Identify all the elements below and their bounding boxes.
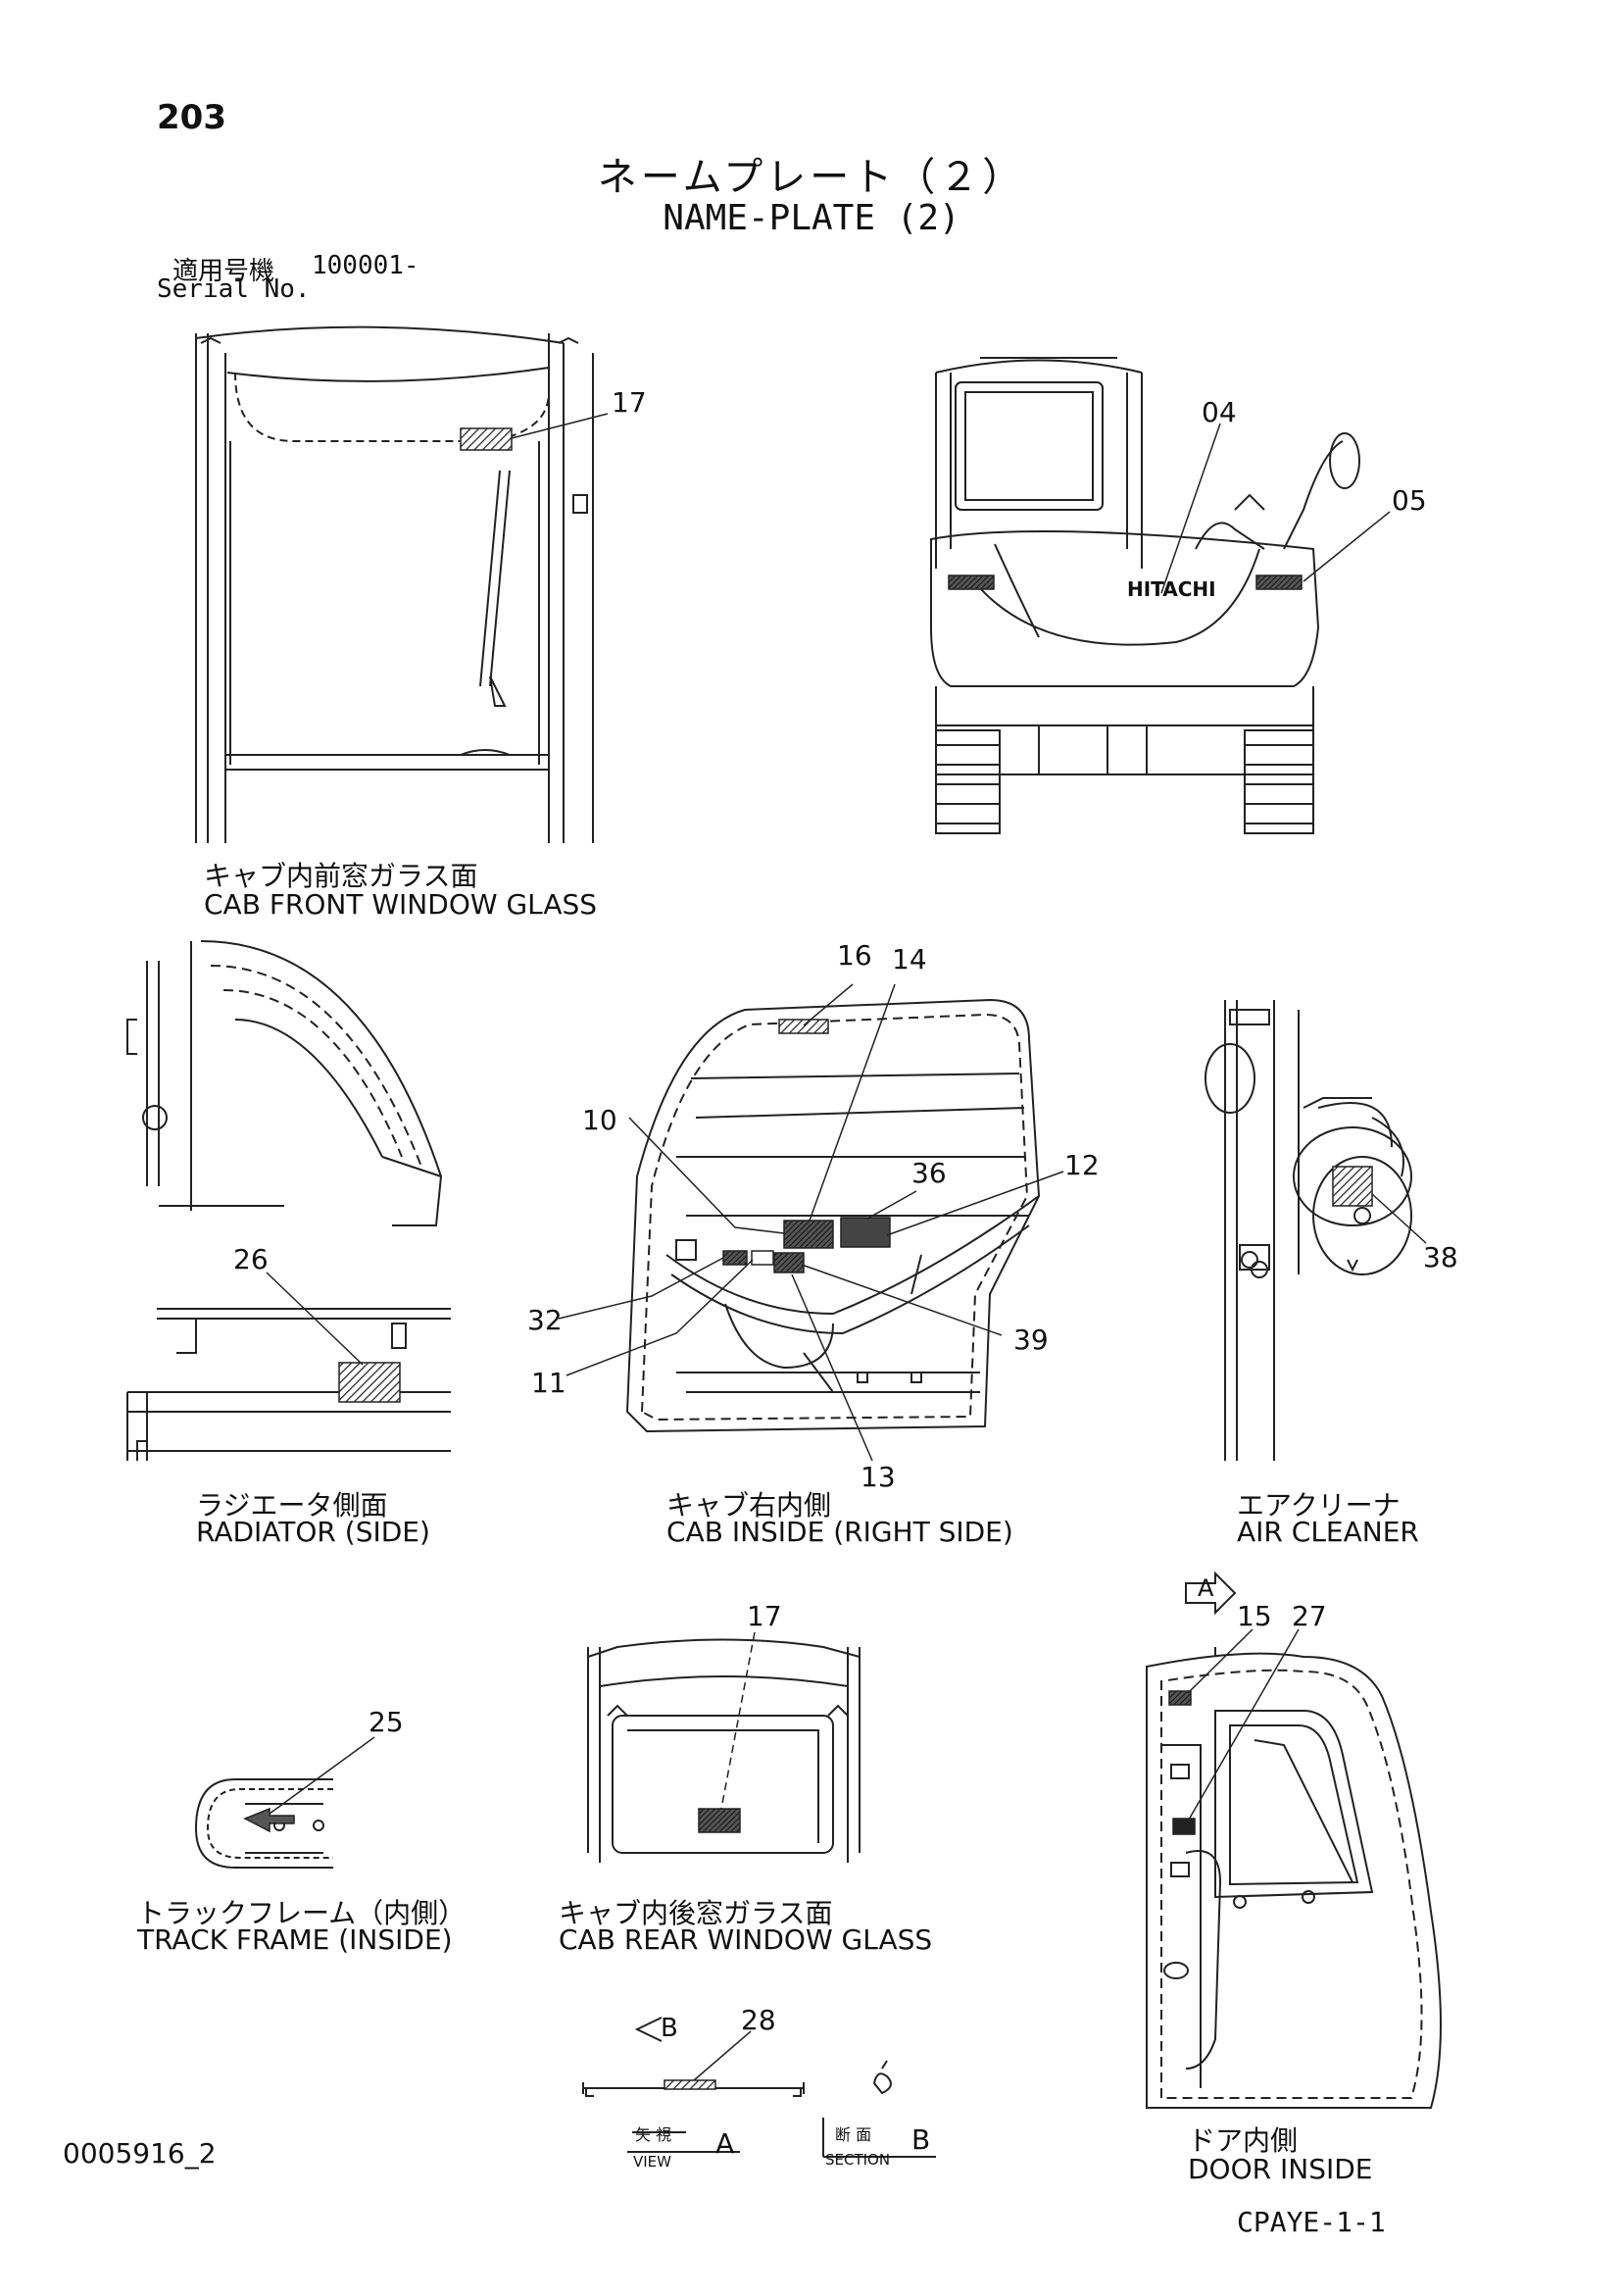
legend-view-en: VIEW (633, 2153, 671, 2171)
serial-label-en: Serial No. (157, 275, 311, 304)
caption-en-cab-inside-right: CAB INSIDE (RIGHT SIDE) (666, 1516, 1013, 1548)
callout-27: 27 (1292, 1600, 1327, 1632)
caption-jp-radiator-side: ラジエータ側面 (196, 1489, 388, 1522)
legend-drawing (627, 2118, 936, 2157)
callout-17: 17 (612, 386, 647, 419)
caption-jp-door-inside: ドア内側 (1188, 2124, 1299, 2157)
serial-label-jp: 適用号機 (172, 257, 275, 286)
callout-38: 38 (1423, 1241, 1458, 1273)
plate-17-rear (699, 1809, 740, 1832)
radiator-side-drawing (127, 941, 451, 1461)
plate-16 (779, 1020, 828, 1033)
document-code: CPAYE-1-1 (1237, 2206, 1386, 2238)
caption-jp-cab-inside-right: キャブ右内側 (666, 1489, 832, 1522)
page-number: 203 (157, 98, 226, 137)
track-frame-drawing (196, 1779, 333, 1868)
plate-04 (949, 575, 994, 589)
legend-view-jp: 矢 視 (635, 2125, 672, 2144)
plate-26 (339, 1363, 400, 1402)
plate-25 (245, 1809, 294, 1831)
serial-value: 100001- (312, 251, 419, 280)
callout-25: 25 (369, 1706, 404, 1738)
caption-en-door-inside: DOOR INSIDE (1188, 2153, 1373, 2185)
caption-jp-air-cleaner: エアクリーナ (1237, 1489, 1401, 1522)
callout-28: 28 (741, 2004, 776, 2036)
callout-26: 26 (233, 1243, 269, 1275)
view-marker-a: A (1198, 1574, 1214, 1602)
callout-36: 36 (911, 1157, 947, 1189)
callout-15: 15 (1237, 1600, 1272, 1632)
legend-section-jp: 断 面 (835, 2125, 872, 2144)
page-title-en: NAME-PLATE (2) (663, 198, 960, 238)
callout-04: 04 (1202, 396, 1237, 428)
callout-13: 13 (861, 1461, 896, 1493)
callout-39: 39 (1013, 1323, 1049, 1356)
document-id: 0005916_2 (63, 2137, 217, 2170)
air-cleaner-drawing (1205, 1000, 1411, 1461)
callout-05: 05 (1392, 484, 1427, 517)
caption-jp-cab-rear-window: キャブ内後窓ガラス面 (559, 1897, 833, 1929)
caption-en-cab-rear-window: CAB REAR WINDOW GLASS (559, 1923, 933, 1956)
section-b-drawing (583, 2018, 891, 2096)
caption-jp-track-frame: トラックフレーム（内側） (137, 1897, 467, 1929)
plate-14 (784, 1221, 833, 1248)
plate-38 (1333, 1167, 1372, 1206)
page-title-jp: ネームプレート（２） (597, 155, 1026, 200)
caption-en-track-frame: TRACK FRAME (INSIDE) (137, 1923, 453, 1956)
caption-en-radiator-side: RADIATOR (SIDE) (196, 1516, 430, 1548)
plate-27 (1173, 1819, 1195, 1834)
plate-15 (1169, 1691, 1191, 1705)
plate-11 (723, 1251, 747, 1265)
callout-16: 16 (837, 939, 872, 972)
callout-17-rear: 17 (747, 1600, 782, 1632)
caption-en-cab-front-window: CAB FRONT WINDOW GLASS (204, 888, 598, 921)
plate-28 (664, 2080, 715, 2089)
plate-17-front (461, 428, 512, 450)
callout-12: 12 (1064, 1149, 1100, 1181)
callout-14: 14 (892, 943, 927, 975)
plate-05 (1256, 575, 1302, 589)
cab-rear-window-drawing (588, 1640, 860, 1864)
door-inside-drawing (1147, 1573, 1441, 2108)
cab-inside-right-drawing (627, 1000, 1039, 1431)
caption-en-air-cleaner: AIR CLEANER (1237, 1516, 1419, 1548)
legend-section-en: SECTION (825, 2151, 891, 2169)
callout-11: 11 (531, 1367, 566, 1399)
cab-front-window-drawing (196, 327, 593, 843)
machine-rear-drawing (931, 358, 1359, 833)
legend-section-letter: B (911, 2123, 931, 2156)
plate-13 (774, 1253, 804, 1273)
brand-logo: HITACHI (1127, 577, 1216, 601)
callout-32: 32 (527, 1304, 563, 1336)
plate-36 (841, 1218, 890, 1247)
callout-10: 10 (582, 1104, 617, 1136)
legend-view-letter: A (715, 2127, 735, 2160)
plate-32 (752, 1251, 773, 1265)
caption-jp-cab-front-window: キャブ内前窓ガラス面 (204, 860, 478, 892)
section-marker-b: B (661, 2014, 678, 2043)
